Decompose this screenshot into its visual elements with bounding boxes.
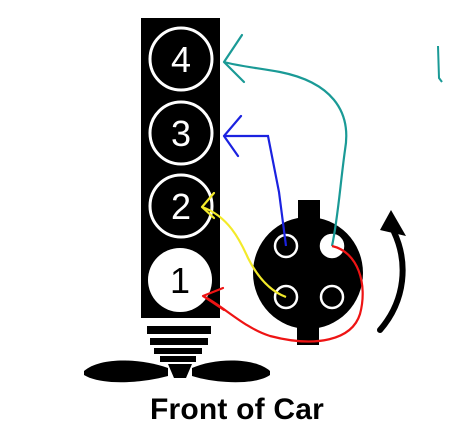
plug-wire-1 [201, 244, 364, 343]
cylinder-2: 2 [148, 173, 214, 239]
cylinder-1: 1 [148, 248, 212, 312]
rotation-arrow [377, 210, 406, 333]
plug-wire-3 [222, 114, 288, 247]
cylinder-3-label: 3 [171, 113, 191, 154]
plug-wire-4 [222, 33, 348, 247]
distributor-cap [253, 200, 363, 345]
cylinder-4-label: 4 [171, 39, 191, 80]
caption-front-of-car: Front of Car [149, 393, 325, 426]
plug-wire-2 [200, 191, 287, 299]
cylinder-3: 3 [148, 100, 214, 166]
fan-pulley [84, 326, 270, 383]
cylinder-4: 4 [148, 26, 214, 92]
stray-mark [437, 45, 443, 83]
cap-terminal-1 [319, 284, 345, 310]
cylinder-2-label: 2 [171, 186, 191, 227]
cylinder-1-label: 1 [170, 260, 190, 301]
